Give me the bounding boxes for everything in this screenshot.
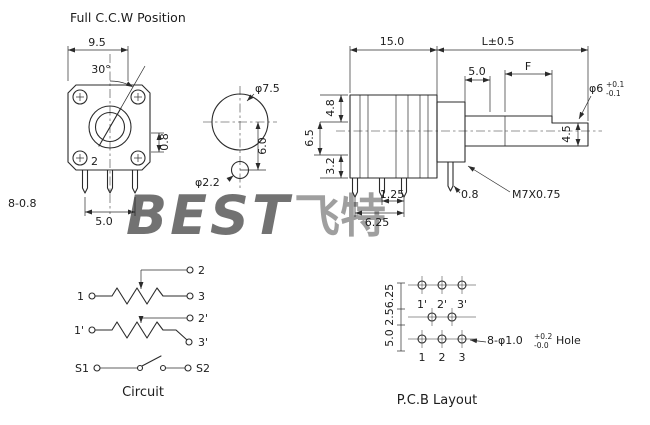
pcb-layout: 6.25 2.5 5.0 1' 2' 3' 1 2 3 8-φ1.0 +0.2 … [383, 276, 581, 408]
circuit-caption: Circuit [122, 385, 164, 400]
shaft-circle [211, 93, 269, 151]
page-title: Full C.C.W Position [70, 10, 186, 25]
watermark-cjk: 飞特 [294, 189, 386, 243]
front-body-outline [67, 84, 151, 171]
pcb-dim-mid: 2.5 [383, 308, 396, 326]
pcb-hole-word: Hole [556, 334, 581, 347]
pcb-label-1p: 1' [417, 298, 427, 311]
watermark: BEST 飞特 [126, 184, 387, 248]
circuit-diagram: 2 1 3 2' 1' 3' S1 S2 Circuit [74, 264, 210, 400]
side-view: 15.0 L±0.5 5.0 F φ6 +0.1 -0.1 4.8 6.5 3.… [303, 35, 624, 229]
dim-shaft-dia-tol-dn: -0.1 [606, 89, 621, 98]
dim-pin-pitch: 5.0 [95, 215, 113, 228]
front-pins [81, 169, 139, 194]
dim-bushing-length: 5.0 [468, 65, 486, 78]
pcb-label-1: 1 [419, 351, 426, 364]
dim-body-width: 9.5 [88, 36, 106, 49]
switch-s2: S2 [196, 362, 210, 375]
side-body-outline [349, 94, 438, 179]
terminal-3: 3 [198, 290, 205, 303]
dim-tip-height: 4.5 [560, 125, 573, 143]
front-view: 30° 9.5 0.8 2 8-0.8 5.0 [8, 36, 171, 228]
mount-lug [447, 161, 454, 192]
dim-pin-size: 8-0.8 [8, 197, 36, 210]
dim-h-bot: 3.2 [324, 157, 337, 175]
dim-pin-dia: φ2.2 [195, 176, 220, 189]
pcb-dim-top: 6.25 [383, 284, 396, 309]
dim-flat-length: F [525, 60, 531, 73]
dim-h-top: 4.8 [324, 99, 337, 117]
dim-side-pin-pitch: 1.25 [380, 188, 405, 201]
thread-spec: M7X0.75 [512, 188, 561, 201]
terminal-2p: 2' [198, 312, 208, 325]
shaft-end-view: φ7.5 φ2.2 6.0 [195, 82, 280, 189]
shaft-outline [464, 115, 589, 147]
pcb-label-3p: 3' [457, 298, 467, 311]
dim-shaft-length: L±0.5 [482, 35, 515, 48]
dim-slot-width: 0.8 [158, 133, 171, 151]
knob-outer [88, 105, 132, 149]
resistor-1 [94, 287, 188, 305]
pcb-caption: P.C.B Layout [397, 393, 477, 408]
pcb-holes [417, 276, 467, 348]
pcb-hole-tol-up: +0.2 [534, 332, 552, 341]
switch-s1: S1 [75, 362, 89, 375]
pcb-label-2: 2 [439, 351, 446, 364]
dim-h-mid: 6.5 [303, 129, 316, 147]
side-pins [351, 177, 408, 198]
dim-shaft-dia: φ7.5 [255, 82, 280, 95]
dim-center-offset: 6.0 [256, 137, 269, 155]
gang-label: 2 [91, 155, 98, 168]
knob-inner [94, 111, 126, 143]
dim-lug: 0.8 [461, 188, 479, 201]
resistor-2 [94, 321, 188, 341]
body-section-lines [359, 95, 429, 178]
watermark-brand: BEST [126, 184, 293, 247]
corner-screws [72, 89, 146, 166]
dim-side-pin-span: 6.25 [365, 216, 390, 229]
terminal-1p: 1' [74, 324, 84, 337]
pcb-label-2p: 2' [437, 298, 447, 311]
terminal-3p: 3' [198, 336, 208, 349]
bushing-outline [436, 101, 466, 163]
dim-shaft-dia-tol-up: +0.1 [606, 80, 624, 89]
pcb-hole-tol-dn: -0.0 [534, 341, 549, 350]
dim-shaft-dia-side: φ6 [589, 82, 603, 95]
pcb-label-3: 3 [459, 351, 466, 364]
pcb-dim-bot: 5.0 [383, 329, 396, 347]
terminal-2: 2 [198, 264, 205, 277]
dim-angle: 30° [91, 63, 111, 76]
terminal-1: 1 [77, 290, 84, 303]
pcb-hole-note: 8-φ1.0 [487, 334, 523, 347]
dim-body-length: 15.0 [380, 35, 405, 48]
